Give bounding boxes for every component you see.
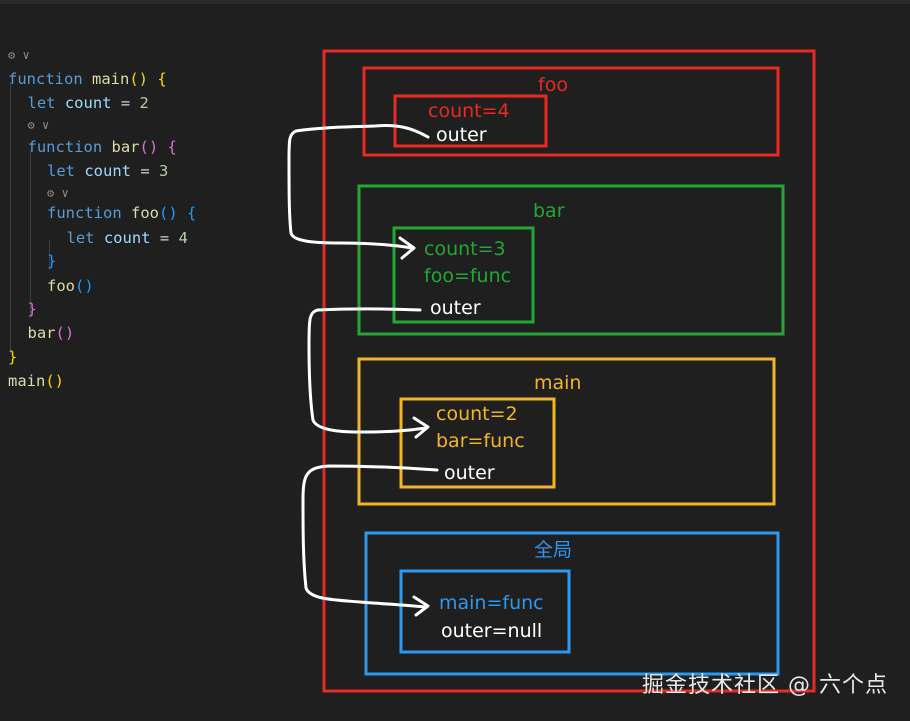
main-outer-ref: outer [444,462,495,484]
code-token: function [47,204,122,222]
code-token: let [47,162,75,180]
code-line[interactable]: main() [8,370,64,392]
code-token: { [167,138,177,156]
outer-context-box [322,49,816,693]
arrow-foo-to-bar [287,124,430,250]
bar-var-count: count=3 [424,238,506,260]
foo-scope-box [362,66,780,157]
code-token: count [64,94,112,112]
code-token: } [8,348,18,366]
code-token: 3 [159,162,169,180]
bar-var-foo: foo=func [424,265,511,287]
bar-scope-title: bar [533,200,565,222]
arrowhead-main-to-global [412,595,430,617]
code-token: () [45,372,64,390]
foo-env-box [393,94,548,148]
code-token: () [75,277,94,295]
global-var-main: main=func [439,592,544,614]
code-token: = [111,94,140,112]
global-scope-title: 全局 [534,539,572,561]
code-token: 2 [139,94,149,112]
arrow-bar-to-main [307,307,428,434]
global-outer-ref: outer=null [441,620,542,642]
bar-scope-box [357,184,785,336]
watermark-text: 掘金技术社区 @ 六个点 [642,673,888,698]
foo-scope-title: foo [538,74,568,96]
bar-outer-ref: outer [430,297,481,319]
code-line[interactable]: bar() [28,322,75,344]
code-token: = [131,162,160,180]
code-token: main [8,372,46,390]
code-token: { [157,70,167,88]
codelens-gear-icon[interactable]: ⚙ ∨ [8,48,30,62]
codelens-gear-icon[interactable]: ⚙ ∨ [47,186,69,200]
main-var-count: count=2 [436,403,518,425]
bar-env-box [392,226,535,324]
code-token: function [27,138,103,156]
code-token: } [47,252,57,270]
code-token: } [27,300,37,318]
code-line[interactable]: } [28,298,37,320]
code-token: = [150,229,179,247]
arrowhead-foo-to-bar [398,236,416,260]
code-line[interactable]: function main() { [8,68,167,90]
code-token: 4 [178,229,188,247]
code-token: bar [27,324,56,342]
code-token: () [55,324,75,342]
code-token: () [129,70,148,88]
code-token: count [84,162,132,180]
code-token: foo [47,277,75,295]
codelens-gear-icon[interactable]: ⚙ ∨ [27,118,50,132]
code-line[interactable]: } [8,346,17,368]
code-token: count [103,229,151,247]
main-env-box [399,397,556,489]
main-scope-title: main [534,372,581,394]
code-line[interactable]: let count = 3 [47,160,168,182]
global-env-box [399,569,571,654]
code-token: () [139,138,159,156]
code-line[interactable]: function bar() { [28,136,177,158]
code-line[interactable]: function foo() { [47,202,196,224]
indent-guide [29,150,31,318]
foo-var-count: count=4 [428,100,510,122]
indent-guide [10,82,11,354]
arrow-main-to-global [301,464,439,609]
indent-guide [49,240,50,270]
code-token: foo [131,204,159,222]
code-token: main [92,70,130,88]
code-line[interactable]: let count = 2 [28,92,149,114]
top-border [0,0,910,4]
code-token: { [187,204,197,222]
code-line[interactable]: let count = 4 [67,227,188,249]
code-token: bar [111,138,140,156]
foo-outer-ref: outer [436,124,487,146]
code-line[interactable]: } [47,250,56,272]
code-line[interactable]: foo() [47,275,94,297]
code-token: let [27,94,56,112]
code-token: let [66,229,95,247]
code-token: () [159,204,178,222]
code-token: function [8,70,83,88]
main-var-bar: bar=func [436,430,525,452]
arrowhead-bar-to-main [412,416,430,439]
